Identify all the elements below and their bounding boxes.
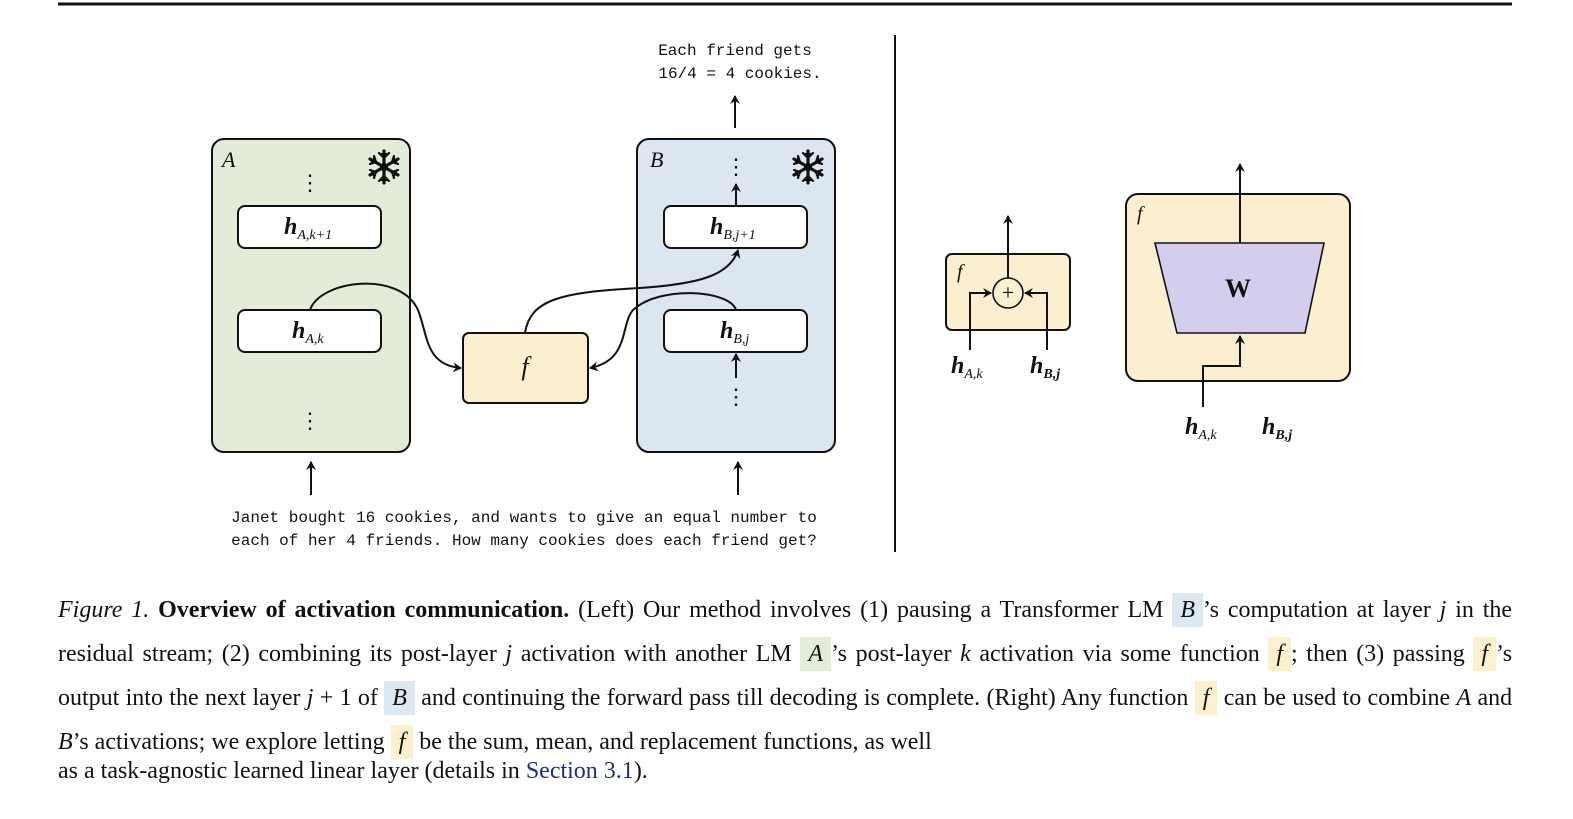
svg-text:hB,j+1: hB,j+1 [710, 214, 756, 243]
highlight-function-f: f [1473, 637, 1497, 671]
svg-text:+: + [1002, 280, 1014, 305]
section-link[interactable]: Section 3.1 [525, 758, 634, 784]
input-text-line-1: Janet bought 16 cookies, and wants to gi… [231, 509, 817, 527]
output-text-line-1: Each friend gets [658, 42, 812, 60]
snowflake-icon [792, 149, 824, 185]
weight-matrix-trapezoid [1153, 242, 1325, 334]
figure-caption: Figure 1. Overview of activation communi… [58, 588, 1512, 788]
arrow-h-a-k-to-f [309, 282, 462, 373]
sum-input-b-arrow [1024, 288, 1048, 350]
highlight-model-b: B [384, 681, 415, 715]
linear-function-diagram: f W hA,k hB,j [1125, 163, 1351, 443]
caption-var-j: j [306, 685, 314, 711]
caption-last-line: as a task-agnostic learned linear layer … [58, 754, 1512, 788]
linear-input-h-b-j: hB,j [1262, 414, 1292, 443]
highlight-function-f: f [1194, 681, 1218, 715]
arrow-h-b-j-to-f [589, 292, 737, 372]
highlight-model-a: A [800, 637, 831, 671]
caption-text: ’s output into the next layer [58, 641, 1513, 711]
weight-w-label: W [1225, 274, 1251, 303]
ellipsis-top: ⋮ [299, 170, 321, 195]
arrow-f-to-h-b-j-plus-1 [524, 249, 741, 334]
sum-input-h-b-j: hB,j [1030, 353, 1060, 382]
ellipsis-bottom: ⋮ [725, 384, 747, 409]
caption-text: in the residual stream; (2) combining it… [58, 597, 1513, 667]
function-f-label: f [521, 352, 532, 381]
caption-text: activation with another LM [520, 641, 792, 667]
caption-text: activation via some function [979, 641, 1260, 667]
output-text-line-2: 16/4 = 4 cookies. [658, 65, 821, 83]
ellipsis-bottom: ⋮ [299, 408, 321, 433]
caption-figure-number: Figure 1. [58, 597, 150, 623]
caption-var-a: A [1456, 685, 1472, 711]
model-a-block: A ⋮ hA,k+1 hA, [211, 138, 411, 453]
caption-text: + 1 of [319, 685, 378, 711]
input-text-line-2: each of her 4 friends. How many cookies … [231, 532, 817, 550]
caption-text: ’s post-layer [830, 641, 952, 667]
svg-text:hA,k: hA,k [292, 318, 324, 347]
model-a-label: A [220, 147, 236, 172]
sum-input-a-arrow [969, 288, 992, 350]
caption-text: as a task-agnostic learned linear layer … [58, 758, 520, 784]
model-b-block: B ⋮ hB,j+1 [636, 138, 836, 453]
caption-text: and [1477, 685, 1513, 711]
linear-input-h-a-k: hA,k [1185, 414, 1217, 443]
linear-f-label: f [1137, 203, 1145, 225]
caption-text: ; [1291, 641, 1298, 667]
layer-box-h-a-k: hA,k [237, 309, 382, 353]
linear-input-arrow [1202, 335, 1245, 407]
caption-title: Overview of activation communication. [158, 597, 570, 623]
snowflake-icon [368, 149, 400, 185]
caption-text: and continuing the forward pass till dec… [421, 685, 1103, 711]
function-f-box: f [462, 332, 589, 404]
caption-var-b: B [58, 729, 73, 755]
caption-var-k: k [960, 641, 971, 667]
model-b-label: B [650, 147, 663, 172]
right-panel: f + hA,k hB,j f W hA,k hB,j [945, 163, 1351, 443]
svg-text:hA,k+1: hA,k+1 [284, 214, 332, 243]
left-panel: Each friend gets 16/4 = 4 cookies. A [211, 42, 836, 550]
layer-box-h-a-k-plus-1: hA,k+1 [237, 205, 382, 249]
layer-box-h-b-j-plus-1: hB,j+1 [663, 205, 808, 249]
caption-text: (Left) Our method involves (1) pausing a… [578, 597, 1164, 623]
svg-text:hB,j: hB,j [720, 318, 749, 347]
caption-text: then (3) passing [1306, 641, 1465, 667]
sum-input-h-a-k: hA,k [951, 353, 983, 382]
layer-box-h-b-j: hB,j [663, 309, 808, 353]
highlight-function-f: f [1268, 637, 1292, 671]
sum-f-label: f [957, 261, 965, 283]
caption-text: ). [633, 758, 648, 784]
figure-1-diagram: Each friend gets 16/4 = 4 cookies. A [58, 2, 1512, 552]
caption-text: function [1108, 685, 1189, 711]
highlight-function-f: f [390, 725, 414, 759]
caption-text: can be used to combine [1223, 685, 1451, 711]
sum-function-diagram: f + hA,k hB,j [945, 215, 1071, 382]
caption-text: ’s computation at layer [1203, 597, 1431, 623]
caption-text: be the sum, mean, and replacement functi… [419, 729, 932, 755]
caption-var-j: j [505, 641, 513, 667]
caption-var-j: j [1439, 597, 1447, 623]
caption-text: ’s activations; we explore letting [72, 729, 385, 755]
highlight-model-b: B [1172, 593, 1203, 627]
ellipsis-top: ⋮ [725, 154, 747, 179]
